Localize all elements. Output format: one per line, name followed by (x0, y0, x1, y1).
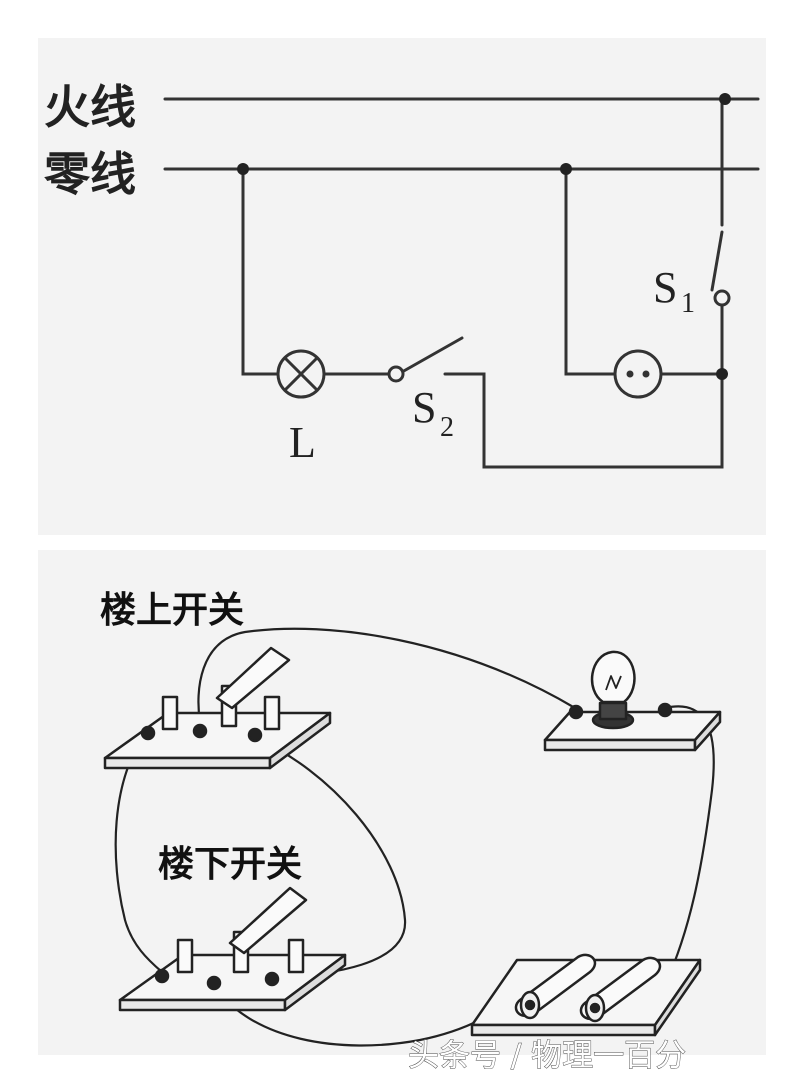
socket-branch-wire (564, 167, 616, 376)
lamp-label: L (289, 418, 316, 467)
battery-box (470, 953, 702, 1037)
upstairs-switch-label: 楼上开关 (100, 590, 244, 631)
lamp-branch-wire (241, 167, 279, 376)
switch-s2-pivot (387, 365, 405, 383)
switch-s1-blade (710, 230, 724, 292)
switch-s2-return-wire (443, 372, 724, 469)
switch-s1-pivot (713, 289, 731, 307)
circuit-schematic (163, 97, 760, 469)
switch-s2-blade (400, 336, 464, 374)
switch-s2-subscript: 2 (440, 412, 454, 443)
wire-upstairs-to-lamp (197, 627, 577, 724)
schematic-panel (38, 38, 766, 535)
switch-s1-subscript: 1 (681, 288, 695, 319)
bulb-holder (543, 650, 722, 752)
watermark-text: 头条号 / 物理一百分 (408, 1038, 686, 1074)
socket-symbol (613, 349, 663, 399)
switch-s2-label: S (412, 383, 436, 432)
junction-dot (716, 368, 728, 380)
wire-upstairs-left-to-downstairs-left (114, 728, 164, 974)
downstairs-switch-label: 楼下开关 (158, 844, 302, 885)
junction-dot (719, 93, 731, 105)
junction-dots (237, 93, 731, 380)
switch-s1-label: S (653, 263, 677, 312)
neutral-wire-label: 零线 (44, 147, 136, 201)
downstairs-switch (118, 886, 347, 1012)
lamp-symbol (276, 349, 326, 399)
live-wire-label: 火线 (44, 80, 136, 134)
upstairs-switch (103, 646, 332, 770)
junction-dot (237, 163, 249, 175)
junction-dot (560, 163, 572, 175)
